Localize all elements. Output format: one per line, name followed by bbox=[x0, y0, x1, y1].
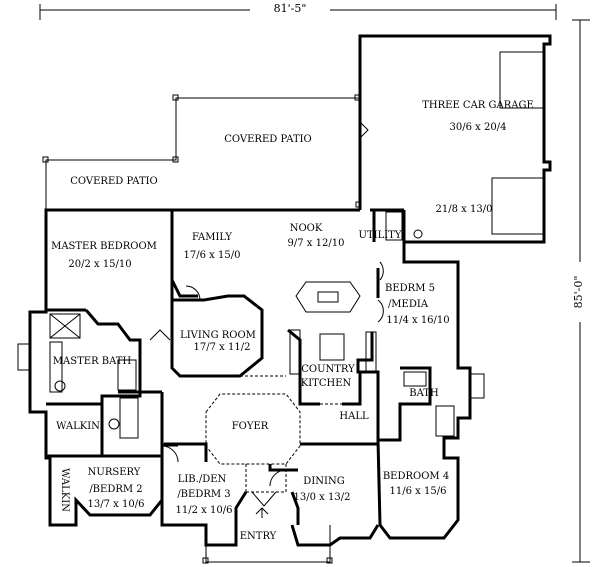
living-room-label: LIVING ROOM 17/7 x 11/2 bbox=[180, 330, 256, 353]
bedroom5-name: BEDRM 5 bbox=[385, 283, 435, 294]
kitchen-fixtures bbox=[289, 281, 377, 375]
width-dimension: 81'-5" bbox=[274, 2, 307, 15]
family-name: FAMILY bbox=[192, 232, 232, 243]
dining-label: DINING 13/0 x 13/2 bbox=[294, 476, 351, 503]
bedroom4-label: BEDROOM 4 11/6 x 15/6 bbox=[383, 471, 449, 497]
nook-size: 9/7 x 12/10 bbox=[288, 238, 345, 249]
utility-label: UTILITY bbox=[359, 230, 402, 241]
country-kitchen-name: COUNTRY bbox=[301, 364, 355, 375]
garage-size-secondary: 21/8 x 13/0 bbox=[436, 204, 493, 215]
master-bedroom-size: 20/2 x 15/10 bbox=[68, 259, 131, 270]
master-bedroom-label: MASTER BEDROOM 20/2 x 15/10 bbox=[51, 241, 157, 270]
entry-porch bbox=[202, 525, 333, 564]
master-bedroom-name: MASTER BEDROOM bbox=[51, 241, 157, 252]
library-label: LIB./DEN /BEDRM 3 11/2 x 10/6 bbox=[176, 474, 233, 516]
living-room-size: 17/7 x 11/2 bbox=[194, 342, 251, 353]
bedroom5-name-2: /MEDIA bbox=[388, 299, 429, 310]
depth-dimension: 85'-0" bbox=[572, 276, 585, 309]
garage-walls bbox=[358, 34, 552, 244]
bedroom4-size: 11/6 x 15/6 bbox=[390, 486, 447, 497]
hall-label: HALL bbox=[339, 411, 369, 422]
patio-outlines bbox=[42, 94, 362, 210]
country-kitchen-label: COUNTRY KITCHEN bbox=[301, 364, 355, 389]
foyer-label: FOYER bbox=[232, 421, 269, 432]
garage-size: 30/6 x 20/4 bbox=[450, 122, 507, 133]
bedroom5-size: 11/4 x 16/10 bbox=[386, 315, 449, 326]
nook-label: NOOK 9/7 x 12/10 bbox=[288, 223, 345, 249]
entry-label: ENTRY bbox=[240, 531, 277, 542]
nursery-size: 13/7 x 10/6 bbox=[88, 499, 145, 510]
covered-patio-1-label: COVERED PATIO bbox=[224, 134, 312, 145]
windows bbox=[17, 343, 485, 399]
library-size: 11/2 x 10/6 bbox=[176, 505, 233, 516]
nursery-name: NURSERY bbox=[88, 467, 141, 478]
bath-fixtures bbox=[49, 211, 455, 439]
walkin-nursery-label: WALKIN bbox=[59, 468, 70, 512]
garage-name: THREE CAR GARAGE bbox=[422, 100, 534, 111]
master-bath-label: MASTER BATH bbox=[53, 356, 132, 367]
family-size: 17/6 x 15/0 bbox=[184, 250, 241, 261]
bath-label: BATH bbox=[409, 388, 439, 399]
library-name: LIB./DEN bbox=[178, 474, 227, 485]
nursery-name-2: /BEDRM 2 bbox=[89, 484, 142, 495]
bedroom5-label: BEDRM 5 /MEDIA 11/4 x 16/10 bbox=[385, 283, 450, 326]
arches bbox=[180, 295, 342, 493]
library-name-2: /BEDRM 3 bbox=[177, 489, 230, 500]
nursery-label: NURSERY /BEDRM 2 13/7 x 10/6 bbox=[88, 467, 145, 510]
garage-label: THREE CAR GARAGE 30/6 x 20/4 21/8 x 13/0 bbox=[422, 100, 534, 215]
covered-patio-2-label: COVERED PATIO bbox=[70, 176, 158, 187]
living-room-name: LIVING ROOM bbox=[180, 330, 256, 341]
doors bbox=[149, 261, 384, 518]
walkin-master-label: WALKIN bbox=[56, 421, 100, 432]
country-kitchen-name-2: KITCHEN bbox=[301, 378, 352, 389]
dining-name: DINING bbox=[303, 476, 344, 487]
bedroom4-name: BEDROOM 4 bbox=[383, 471, 449, 482]
nook-name: NOOK bbox=[290, 223, 323, 234]
family-label: FAMILY 17/6 x 15/0 bbox=[184, 232, 241, 261]
dining-size: 13/0 x 13/2 bbox=[294, 492, 351, 503]
